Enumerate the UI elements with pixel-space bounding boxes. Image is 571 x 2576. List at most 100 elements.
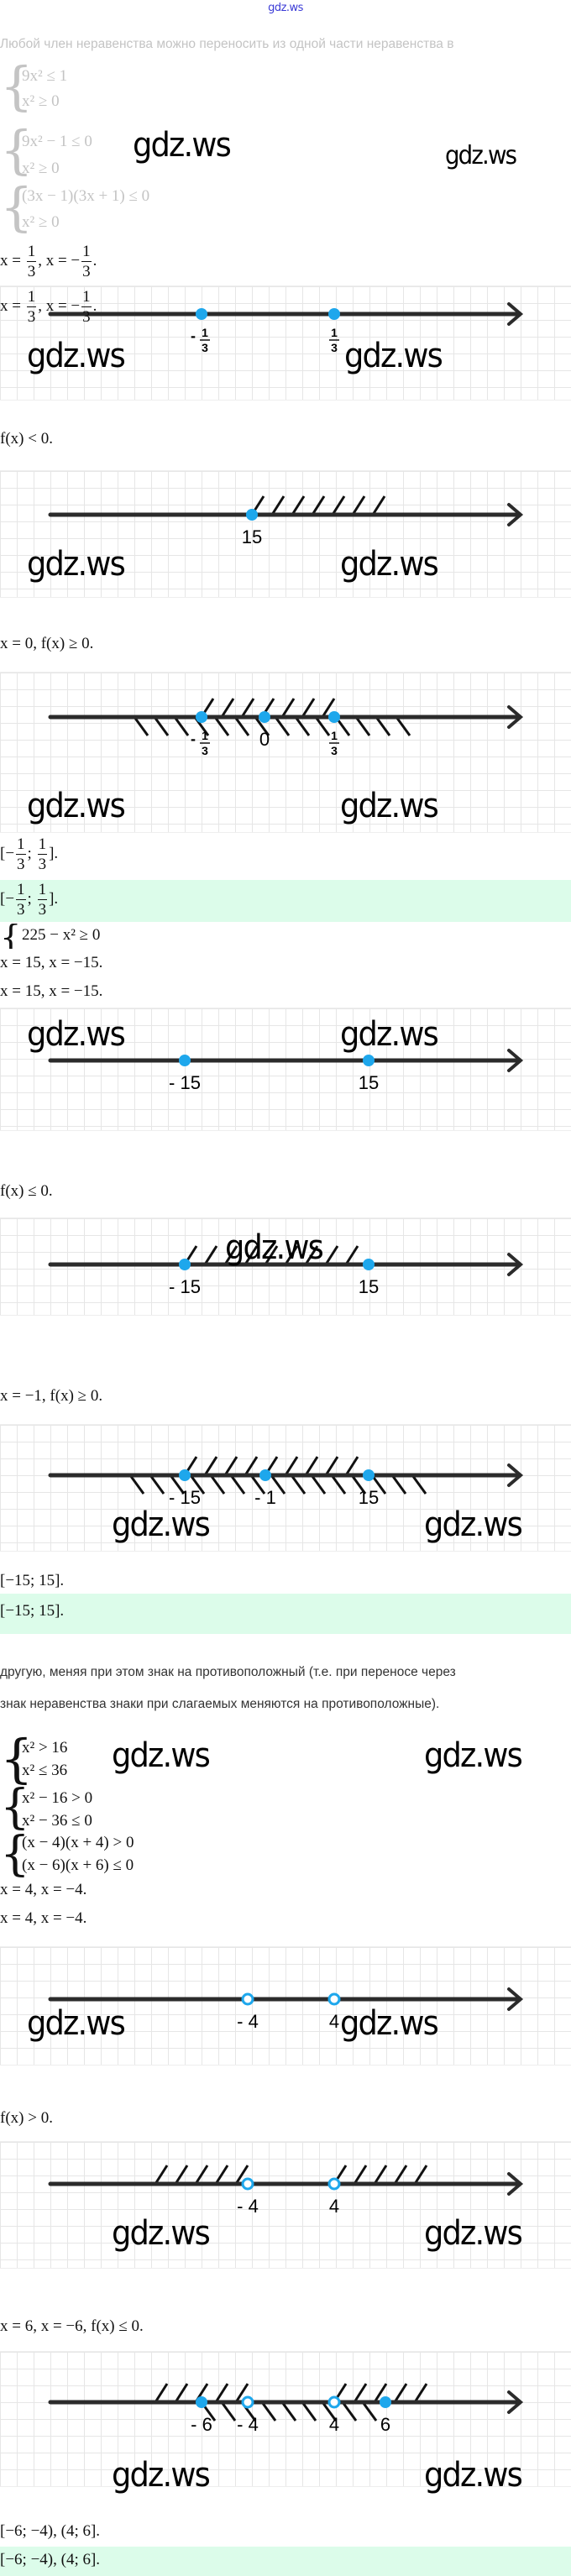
hatch-mark	[203, 1456, 218, 1476]
point-label: - 1	[254, 1487, 276, 1508]
filled-point	[179, 1055, 191, 1066]
watermark: gdz.ws	[112, 1736, 211, 1775]
hatch-mark	[294, 716, 311, 736]
point-label: - 15	[169, 1276, 201, 1297]
hatch-mark	[229, 1474, 246, 1495]
hatch-mark	[284, 1456, 299, 1476]
hatch-mark	[331, 495, 346, 516]
hatch-mark	[324, 1245, 339, 1265]
arrow-icon	[507, 503, 524, 526]
brace-icon: {	[0, 1728, 34, 1789]
watermark: gdz.ws	[27, 337, 126, 375]
hatch-mark	[260, 2401, 277, 2422]
hatch-mark	[413, 2383, 428, 2403]
hatch-mark	[154, 2383, 169, 2403]
answer-line: [−6; −4), (4; 6].	[0, 2522, 101, 2540]
hatch-mark	[344, 1245, 359, 1265]
hatch-mark	[301, 2401, 317, 2422]
hatch-mark	[330, 1474, 347, 1495]
open-point	[327, 2395, 341, 2409]
watermark: gdz.ws	[27, 1015, 126, 1054]
point-label: 4	[329, 2196, 339, 2217]
point-label: - 6	[191, 2414, 212, 2435]
rule-text: другую, меняя при этом знак на противопо…	[0, 1665, 456, 1679]
filled-point	[179, 1259, 191, 1270]
filled-point	[328, 308, 340, 320]
watermark: gdz.ws	[112, 2214, 211, 2253]
point-label-denominator: 3	[202, 744, 208, 757]
hatch-mark	[149, 1474, 165, 1495]
hatch-mark	[350, 1474, 367, 1495]
hatch-mark	[321, 2401, 338, 2422]
hatch-mark	[169, 1474, 186, 1495]
watermark: gdz.ws	[424, 2214, 523, 2253]
site-link[interactable]: gdz.ws	[268, 2, 303, 14]
final-answer-highlight: [−6; −4), (4; 6].	[0, 2547, 571, 2576]
watermark: gdz.ws	[27, 787, 126, 825]
system-row: x² ≥ 0	[22, 160, 60, 177]
brace-icon: {	[0, 55, 34, 117]
final-answer: [−15; 15].	[0, 1602, 65, 1620]
arrow-icon	[507, 2172, 524, 2196]
point-label-numerator: 1	[331, 729, 338, 742]
filled-point	[196, 308, 207, 320]
brace-icon: {	[0, 1827, 30, 1882]
hatch-mark	[341, 2401, 358, 2422]
hatch-mark	[375, 716, 391, 736]
system-3: { 225 − x² ≥ 0	[0, 924, 252, 949]
hatch-mark	[351, 495, 366, 516]
filled-point	[259, 711, 270, 723]
watermark: gdz.ws	[27, 545, 126, 584]
hatch-mark	[244, 1456, 259, 1476]
hatch-mark	[353, 2165, 368, 2185]
watermark: gdz.ws	[340, 787, 439, 825]
point-label: 15	[242, 526, 262, 547]
final-answer-highlight: [−15; 15].	[0, 1594, 571, 1634]
hatch-mark	[209, 1474, 226, 1495]
watermark: gdz.ws	[424, 1736, 523, 1775]
filled-point	[246, 509, 258, 521]
arrow-icon	[507, 705, 524, 729]
hatch-mark	[240, 698, 255, 718]
condition-text: f(x) < 0.	[0, 430, 53, 448]
hatch-mark	[194, 2165, 209, 2185]
open-point	[327, 2177, 341, 2191]
arrow-icon	[507, 2390, 524, 2414]
roots-line: x = 4, x = −4.	[0, 1909, 87, 1927]
hatch-mark	[354, 716, 371, 736]
hatch-mark	[173, 716, 190, 736]
open-point	[241, 1992, 254, 2006]
watermark: gdz.ws	[424, 1505, 523, 1544]
filled-point	[196, 711, 207, 723]
hatch-mark	[133, 716, 149, 736]
hatch-mark	[390, 1474, 407, 1495]
point-label-denominator: 3	[331, 744, 338, 757]
point-label: 15	[359, 1487, 379, 1508]
hatch-mark	[284, 1245, 299, 1265]
point-label-denominator: 3	[202, 341, 208, 354]
roots-line: x = 15, x = −15.	[0, 982, 103, 1000]
number-line-svg: 15	[48, 495, 524, 547]
hatch-mark	[128, 1474, 145, 1495]
condition-text: f(x) ≤ 0.	[0, 1182, 53, 1200]
point-label: 15	[359, 1276, 379, 1297]
point-label: 4	[329, 2011, 339, 2032]
brace-icon: {	[0, 1780, 30, 1835]
hatch-mark	[189, 1474, 206, 1495]
point-label-sign: -	[191, 327, 196, 344]
roots-line: x = 15, x = −15.	[0, 954, 103, 971]
condition-text: x = −1, f(x) ≥ 0.	[0, 1387, 103, 1405]
hatch-mark	[244, 1245, 259, 1265]
hatch-mark	[370, 1474, 387, 1495]
hatch-mark	[203, 1245, 218, 1265]
hatch-mark	[395, 716, 411, 736]
